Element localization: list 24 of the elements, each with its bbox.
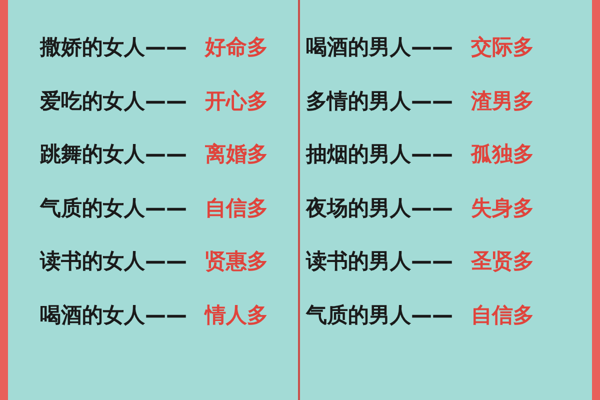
subject-text: 读书的女人——: [40, 248, 187, 274]
result-text: 自信多: [205, 194, 268, 220]
subject-text: 多情的男人——: [306, 88, 453, 114]
subject-text: 抽烟的男人——: [306, 141, 453, 167]
result-text: 离婚多: [205, 141, 268, 167]
subject-text: 读书的男人——: [306, 248, 453, 274]
result-text: 圣贤多: [471, 248, 534, 274]
subject-text: 夜场的男人——: [306, 194, 453, 220]
subject-text: 跳舞的女人——: [40, 141, 187, 167]
subject-text: 喝酒的女人——: [40, 302, 187, 328]
subject-text: 撒娇的女人——: [40, 34, 187, 60]
subject-text: 爱吃的女人——: [40, 88, 187, 114]
result-text: 自信多: [471, 302, 534, 328]
result-text: 失身多: [471, 194, 534, 220]
result-text: 渣男多: [471, 88, 534, 114]
subject-text: 气质的女人——: [40, 194, 187, 220]
result-text: 情人多: [205, 302, 268, 328]
subject-text: 喝酒的男人——: [306, 34, 453, 60]
result-text: 贤惠多: [205, 248, 268, 274]
result-text: 开心多: [205, 88, 268, 114]
result-text: 交际多: [471, 34, 534, 60]
result-text: 孤独多: [471, 141, 534, 167]
result-text: 好命多: [205, 34, 268, 60]
subject-text: 气质的男人——: [306, 302, 453, 328]
